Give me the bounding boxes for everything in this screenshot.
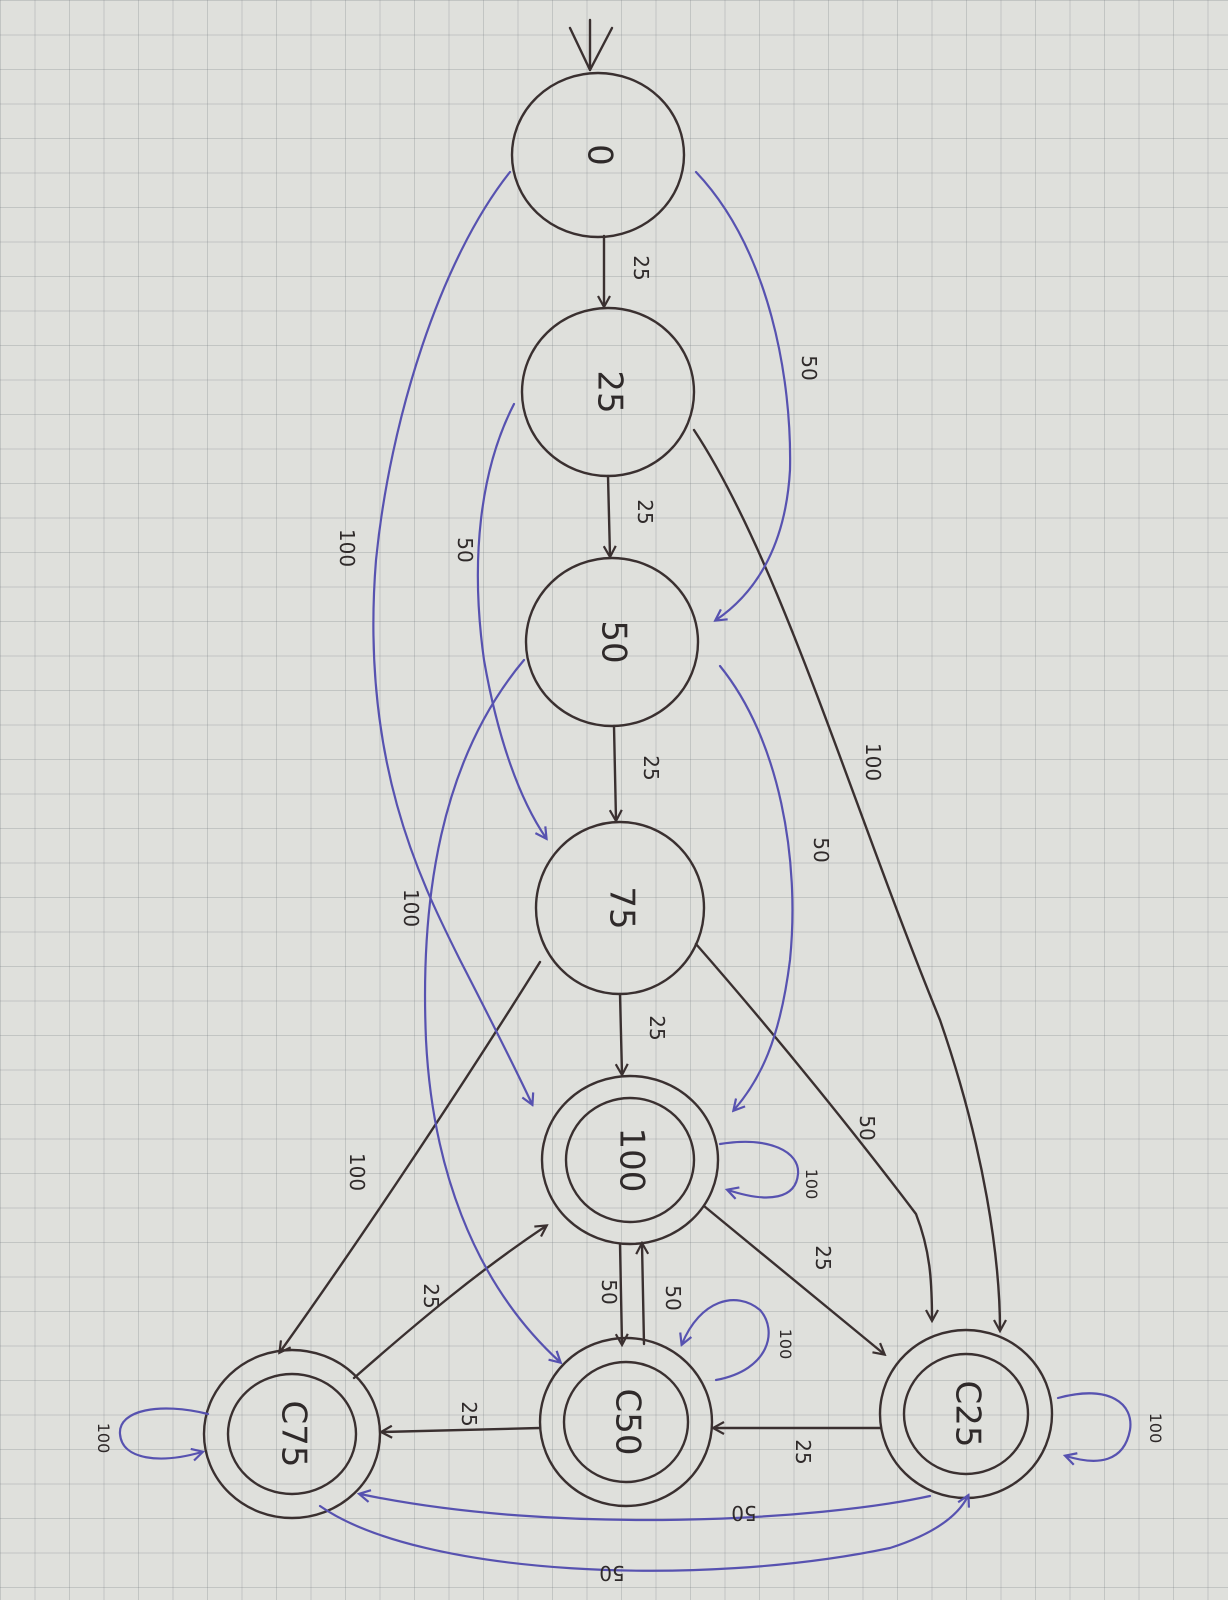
edge-c25-to-c50-label: 25 [791, 1439, 815, 1464]
state-100-accepting: 100 [540, 1074, 720, 1246]
edge-50-to-75: 25 [614, 724, 663, 820]
state-100-label: 100 [612, 1128, 652, 1193]
state-c50-label: C50 [608, 1388, 648, 1455]
edge-0-to-25-label: 25 [629, 255, 653, 280]
edge-75-to-c75-label: 100 [345, 1153, 369, 1191]
edge-100-to-c25: 25 [702, 1204, 884, 1354]
state-75-label: 75 [602, 886, 642, 929]
state-50: 50 [524, 556, 700, 728]
state-25-label: 25 [590, 370, 630, 413]
edge-c50-to-100: 50 [642, 1244, 685, 1346]
edge-75-to-c75: 100 [280, 960, 542, 1352]
state-c25-accepting: C25 [878, 1328, 1054, 1500]
edge-c75-to-100: 25 [352, 1226, 546, 1380]
edge-0-to-50: 50 [694, 170, 821, 620]
edge-100-to-c25-label: 25 [811, 1245, 835, 1270]
edge-c50-self-loop-label: 100 [776, 1329, 795, 1360]
edge-100-to-c50-label: 50 [597, 1279, 621, 1304]
edge-50-to-75-label: 25 [639, 755, 663, 780]
edge-c25-to-c50: 25 [714, 1428, 882, 1465]
edge-c75-self-loop: 100 [94, 1407, 210, 1458]
edge-25-to-50-label: 25 [633, 499, 657, 524]
state-c25-label: C25 [948, 1380, 988, 1447]
edge-0-to-100: 100 [335, 170, 532, 1104]
edge-75-to-100-label: 25 [645, 1015, 669, 1040]
state-c75-accepting: C75 [202, 1348, 382, 1520]
start-arrow [568, 18, 614, 72]
edge-75-to-100: 25 [620, 992, 669, 1074]
state-0: 0 [510, 71, 686, 239]
state-c50-accepting: C50 [538, 1336, 714, 1508]
edge-c50-self-loop: 100 [682, 1299, 795, 1382]
state-25: 25 [520, 306, 696, 478]
edge-50-to-c50-label: 100 [399, 889, 423, 927]
edge-100-self-loop-label: 100 [802, 1169, 821, 1200]
state-75: 75 [534, 820, 706, 996]
edge-50-to-c50: 100 [399, 658, 560, 1362]
edge-25-to-75-label: 50 [453, 537, 477, 562]
edge-75-to-c25: 50 [694, 942, 932, 1320]
edge-75-to-c25-label: 50 [855, 1115, 879, 1140]
state-50-label: 50 [594, 620, 634, 663]
edge-50-to-100-label: 50 [809, 837, 833, 862]
edge-c75-to-c25-label: 50 [599, 1561, 624, 1585]
edge-0-to-25: 25 [604, 234, 653, 306]
edge-c50-to-c75: 25 [382, 1401, 542, 1432]
edge-50-to-100: 50 [718, 664, 833, 1110]
edge-c25-self-loop-label: 100 [1146, 1413, 1165, 1444]
edge-0-to-50-label: 50 [797, 355, 821, 380]
edge-100-to-c50: 50 [597, 1242, 622, 1344]
edge-c25-self-loop: 100 [1056, 1392, 1165, 1460]
edge-25-to-50: 25 [608, 474, 657, 556]
edge-0-to-100-label: 100 [335, 529, 359, 567]
edge-c75-self-loop-label: 100 [94, 1423, 113, 1454]
edge-25-to-c25: 100 [692, 428, 1000, 1330]
edge-c75-to-c25: 50 [318, 1496, 968, 1585]
state-0-label: 0 [580, 144, 620, 166]
edge-25-to-75: 50 [453, 402, 546, 838]
edge-c50-to-c75-label: 25 [457, 1401, 481, 1426]
edge-c75-to-100-label: 25 [419, 1283, 443, 1308]
edge-c50-to-100-label: 50 [661, 1285, 685, 1310]
edge-c25-to-c75: 50 [360, 1494, 932, 1525]
state-c75-label: C75 [274, 1400, 314, 1467]
edge-100-self-loop: 100 [718, 1140, 821, 1200]
edge-c25-to-c75-label: 50 [731, 1501, 756, 1525]
edge-25-to-c25-label: 100 [861, 743, 885, 781]
